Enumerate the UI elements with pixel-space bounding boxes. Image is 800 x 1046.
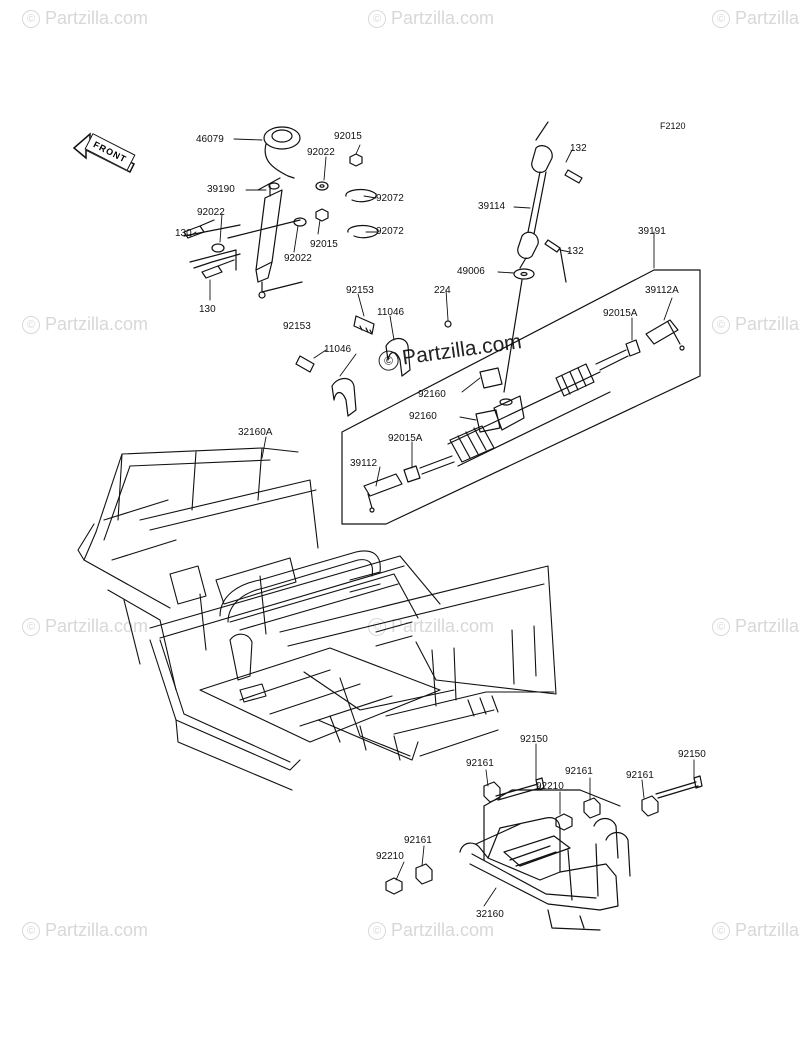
- watermark: ©Partzilla.com: [712, 8, 800, 29]
- main-frame: [77, 447, 557, 791]
- part-label-130: 130: [175, 228, 192, 239]
- part-label-92210: 92210: [536, 781, 564, 792]
- part-label-92022: 92022: [197, 207, 225, 218]
- watermark: ©Partzilla.com: [368, 8, 494, 29]
- part-label-39112A: 39112A: [645, 285, 679, 296]
- part-label-224: 224: [434, 285, 451, 296]
- part-label-92160: 92160: [409, 411, 437, 422]
- part-label-39190: 39190: [207, 184, 235, 195]
- part-label-92150: 92150: [678, 749, 706, 760]
- watermark: ©Partzilla.com: [368, 920, 494, 941]
- part-label-11046: 11046: [377, 307, 405, 318]
- part-label-92153: 92153: [346, 285, 374, 296]
- part-label-39112: 39112: [350, 458, 378, 469]
- steering-gear-box: [341, 269, 701, 525]
- part-label-92072: 92072: [376, 226, 404, 237]
- part-label-92150: 92150: [520, 734, 548, 745]
- leader-lines: [189, 138, 695, 907]
- part-label-92153: 92153: [283, 321, 311, 332]
- part-label-92072: 92072: [376, 193, 404, 204]
- part-label-130: 130: [199, 304, 216, 315]
- watermark: ©Partzilla.com: [22, 314, 148, 335]
- figure-code: F2120: [660, 121, 686, 131]
- front-guard: [385, 775, 703, 931]
- part-label-92022: 92022: [307, 147, 335, 158]
- part-label-92015A: 92015A: [603, 308, 638, 319]
- part-label-39191: 39191: [638, 226, 666, 237]
- part-label-132: 132: [567, 246, 584, 257]
- watermark: ©Partzilla.com: [712, 314, 800, 335]
- watermark: ©Partzilla.com: [22, 616, 148, 637]
- part-label-92015: 92015: [334, 131, 362, 142]
- part-label-92015A: 92015A: [388, 433, 423, 444]
- part-label-92161: 92161: [626, 770, 654, 781]
- front-arrow-icon: [72, 132, 136, 174]
- part-label-92210: 92210: [376, 851, 404, 862]
- part-label-32160A: 32160A: [238, 427, 273, 438]
- steering-shaft: [503, 121, 583, 393]
- part-label-11046: 11046: [324, 344, 352, 355]
- part-label-46079: 46079: [196, 134, 224, 145]
- watermark: ©Partzilla.com: [712, 616, 800, 637]
- part-label-39114: 39114: [478, 201, 506, 212]
- watermark: ©Partzilla.com: [22, 920, 148, 941]
- part-label-32160: 32160: [476, 909, 504, 920]
- watermark: ©Partzilla.com: [712, 920, 800, 941]
- steering-column: [183, 126, 379, 299]
- watermark: ©Partzilla.com: [22, 8, 148, 29]
- part-label-49006: 49006: [457, 266, 485, 277]
- part-label-132: 132: [570, 143, 587, 154]
- part-label-92161: 92161: [404, 835, 432, 846]
- part-label-92022: 92022: [284, 253, 312, 264]
- part-label-92161: 92161: [565, 766, 593, 777]
- part-label-92160: 92160: [418, 389, 446, 400]
- part-label-92015: 92015: [310, 239, 338, 250]
- part-label-92161: 92161: [466, 758, 494, 769]
- clamp-brackets: [295, 315, 452, 417]
